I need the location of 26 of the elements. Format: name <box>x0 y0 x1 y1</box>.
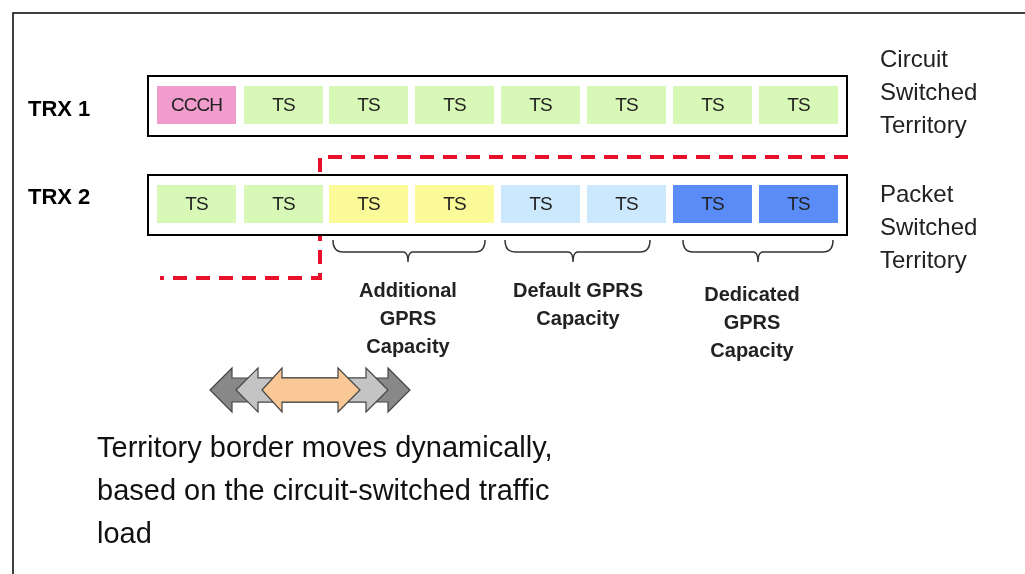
timeslot-cell: TS <box>244 86 323 124</box>
timeslot-cell: TS <box>501 86 580 124</box>
transceiver-label: TRX 2 <box>28 184 91 210</box>
capacity-label: Additional GPRS Capacity <box>358 278 458 359</box>
capacity-label: Dedicated GPRS Capacity <box>703 282 801 363</box>
transceiver-bar <box>147 75 848 137</box>
timeslot-cell: TS <box>673 86 752 124</box>
note-text: Territory border moves dynamically, based on the circuit-switched traffic load <box>97 430 554 551</box>
timeslot-cell: TS <box>329 86 408 124</box>
timeslot-cell: TS <box>415 86 494 124</box>
capacity-label: Default GPRS Capacity <box>512 278 644 331</box>
timeslot-cell: CCCH <box>157 86 236 124</box>
timeslot-cell: TS <box>157 185 236 223</box>
timeslot-cell: TS <box>673 185 752 223</box>
transceiver-bar <box>147 174 848 236</box>
timeslot-cell: TS <box>501 185 580 223</box>
territory-label: Circuit Switched Territory <box>880 44 979 140</box>
timeslot-cell: TS <box>759 185 838 223</box>
timeslot-cell: TS <box>415 185 494 223</box>
timeslot-cell: TS <box>759 86 838 124</box>
timeslot-cell: TS <box>329 185 408 223</box>
timeslot-cell: TS <box>587 86 666 124</box>
timeslot-cell: TS <box>244 185 323 223</box>
timeslot-cell: TS <box>587 185 666 223</box>
territory-label: Packet Switched Territory <box>880 179 979 275</box>
transceiver-label: TRX 1 <box>28 96 91 122</box>
